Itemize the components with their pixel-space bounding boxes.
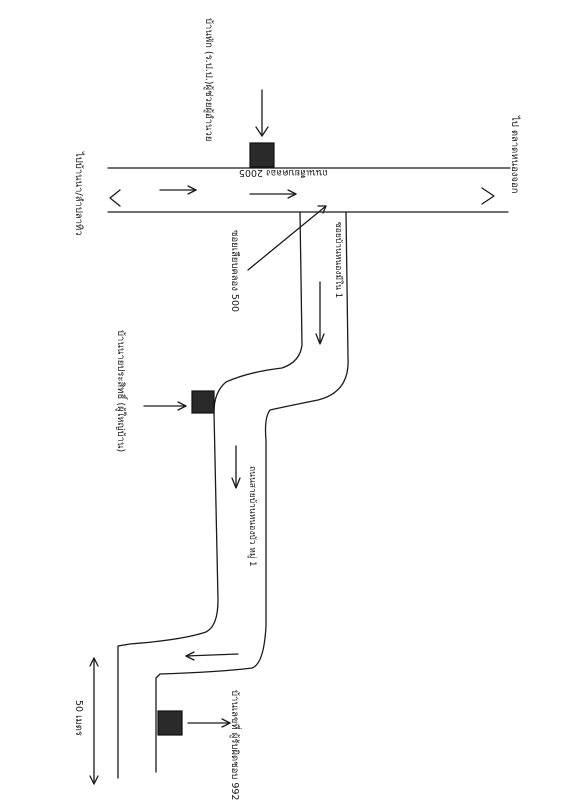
label-top-right-direction: ไป ตลาดหนองจอก: [509, 115, 521, 194]
label-branch-road: ซอยเลียบคลอง 500: [229, 230, 241, 312]
label-main-road: ถนนเลียบคลอง 2005: [239, 167, 328, 179]
label-top-left-direction: ไปบ้านนา/ลำปลาทิว: [73, 151, 85, 236]
branch-arrow-2: [231, 445, 241, 489]
label-bottom-place: บ้านเลขที่ ผู้รับผิดชอบ 9926: [229, 690, 242, 800]
branch-arrow-1: [315, 281, 325, 345]
label-upper-segment: ซอยบ้านหนองมีใน 1: [333, 222, 344, 298]
branch-arrow-3: [185, 651, 239, 661]
bottom-house-marker: [157, 710, 231, 736]
distance-indicator: [89, 657, 99, 785]
middle-house-marker: [143, 390, 215, 414]
right-road-end-arrow: [481, 187, 495, 205]
branch-road-right-edge: [155, 211, 349, 773]
branch-pointer-arrow: [247, 205, 327, 271]
label-distance: 50 เมตร: [73, 700, 84, 736]
label-right-place-top: บ้านพัก (ร.ป.ป.)ผู้ช่วยผู้อำนวย: [203, 18, 214, 141]
main-road-arrow-2: [249, 189, 297, 199]
left-road-end-arrow: [109, 189, 121, 207]
branch-road-left-edge: [117, 211, 303, 779]
main-road-arrow-1: [159, 185, 197, 195]
label-middle-segment: ถนนสายบ้านหนองบัว หมู่ 1: [247, 466, 258, 567]
top-house-marker: [249, 89, 275, 168]
label-middle-left-place: บ้านนายประสิทธิ์ (ผู้ใหญ่บ้าน): [115, 330, 129, 452]
